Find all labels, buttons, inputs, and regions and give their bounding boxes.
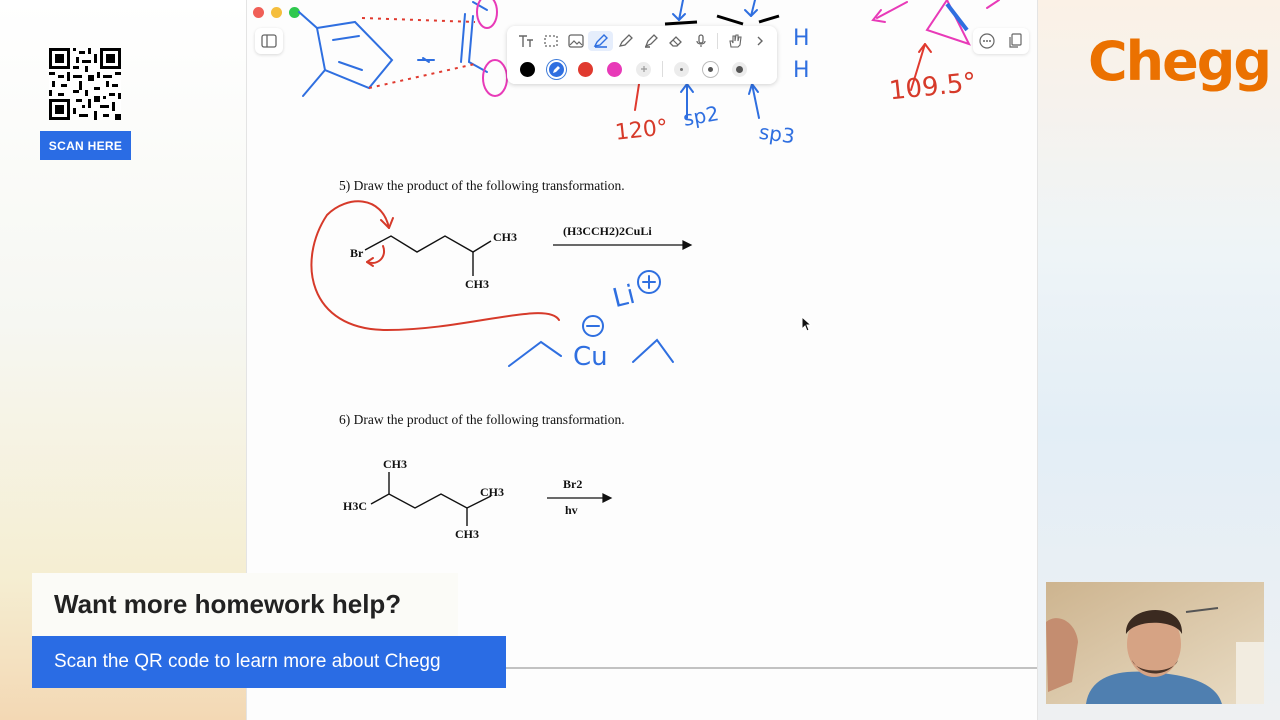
- h-bottom-label: H: [793, 58, 810, 83]
- q5-reagent-label: (H3CCH2)2CuLi: [563, 224, 652, 238]
- text-icon: [518, 35, 533, 47]
- highlighter-tool-button[interactable]: [638, 31, 663, 51]
- selected-pen-icon: [553, 65, 560, 73]
- highlighter-icon: [644, 34, 658, 48]
- color-black-swatch[interactable]: [513, 59, 542, 79]
- q5-ch3-bottom-label: CH3: [465, 277, 489, 291]
- scan-here-button[interactable]: SCAN HERE: [40, 131, 131, 160]
- diene-sketch: [298, 1, 488, 97]
- color-red-swatch[interactable]: [571, 59, 600, 79]
- cuprate-sketch: [508, 270, 674, 367]
- stroke-size-medium[interactable]: [696, 59, 725, 79]
- pencil-tool-button[interactable]: [613, 31, 638, 51]
- minimize-window-button[interactable]: [271, 7, 282, 18]
- chevron-right-icon: [757, 36, 763, 46]
- plus-icon: [640, 66, 647, 72]
- canvas-drawing: [298, 0, 1037, 669]
- maximize-window-button[interactable]: [289, 7, 300, 18]
- pen-tool-button[interactable]: [588, 31, 613, 51]
- q5-ch3-top-label: CH3: [493, 230, 517, 244]
- stroke-size-small[interactable]: [667, 59, 696, 79]
- color-magenta-swatch[interactable]: [600, 59, 629, 79]
- q6-ch3-right-label: CH3: [480, 485, 504, 499]
- orbital-overlap-lines: [361, 17, 476, 89]
- more-tools-button[interactable]: [747, 31, 772, 51]
- q6-h3c-label: H3C: [343, 499, 367, 513]
- mouse-cursor: [801, 316, 813, 332]
- color-blue-swatch[interactable]: [542, 59, 571, 79]
- sp3-label: sp3: [757, 119, 797, 149]
- pencil-icon: [618, 34, 633, 47]
- hand-icon: [728, 34, 742, 48]
- magenta-circles: [476, 0, 508, 97]
- q6-molecule: [370, 472, 492, 526]
- h-top-label: H: [793, 26, 810, 51]
- close-window-button[interactable]: [253, 7, 264, 18]
- sidebar-icon: [261, 34, 277, 48]
- add-color-button[interactable]: [629, 59, 658, 79]
- pages-icon[interactable]: [1007, 33, 1023, 49]
- qr-code[interactable]: [49, 48, 121, 120]
- text-tool-button[interactable]: [513, 31, 538, 51]
- toolbar-divider-2: [662, 61, 663, 77]
- document-actions: [973, 28, 1029, 54]
- q6-ch3-bottom-label: CH3: [455, 527, 479, 541]
- image-icon: [567, 34, 584, 48]
- promo-banner[interactable]: Scan the QR code to learn more about Che…: [32, 636, 506, 688]
- image-tool-button[interactable]: [563, 31, 588, 51]
- q6-arrow: [547, 493, 613, 503]
- cu-label: Cu: [573, 342, 608, 372]
- chegg-logo: Chegg: [1088, 30, 1272, 93]
- question-6-title: 6) Draw the product of the following tra…: [339, 412, 625, 427]
- q5-br-label: Br: [350, 246, 364, 260]
- microphone-icon: [695, 34, 706, 47]
- eraser-tool-button[interactable]: [663, 31, 688, 51]
- hand-tool-button[interactable]: [722, 31, 747, 51]
- q6-reagent-top-label: Br2: [563, 477, 583, 491]
- sidebar-toggle-button[interactable]: [255, 28, 283, 54]
- lasso-icon: [543, 35, 558, 47]
- question-5-title: 5) Draw the product of the following tra…: [339, 178, 625, 193]
- mechanism-arrows: [310, 200, 560, 332]
- microphone-button[interactable]: [688, 31, 713, 51]
- promo-title: Want more homework help?: [54, 589, 402, 619]
- pen-toolbar: [507, 26, 777, 84]
- q6-ch3-top-label: CH3: [383, 457, 407, 471]
- eraser-icon: [668, 36, 682, 47]
- q5-arrow: [553, 240, 693, 250]
- more-options-icon[interactable]: [979, 33, 995, 49]
- q6-reagent-bottom-label: hv: [565, 503, 578, 517]
- toolbar-divider: [717, 33, 718, 49]
- q5-molecule: [364, 235, 492, 276]
- webcam-feed: [1046, 582, 1264, 704]
- pen-icon: [593, 34, 608, 48]
- stroke-size-large[interactable]: [725, 59, 754, 79]
- lasso-tool-button[interactable]: [538, 31, 563, 51]
- promo-card: Want more homework help?: [32, 573, 458, 637]
